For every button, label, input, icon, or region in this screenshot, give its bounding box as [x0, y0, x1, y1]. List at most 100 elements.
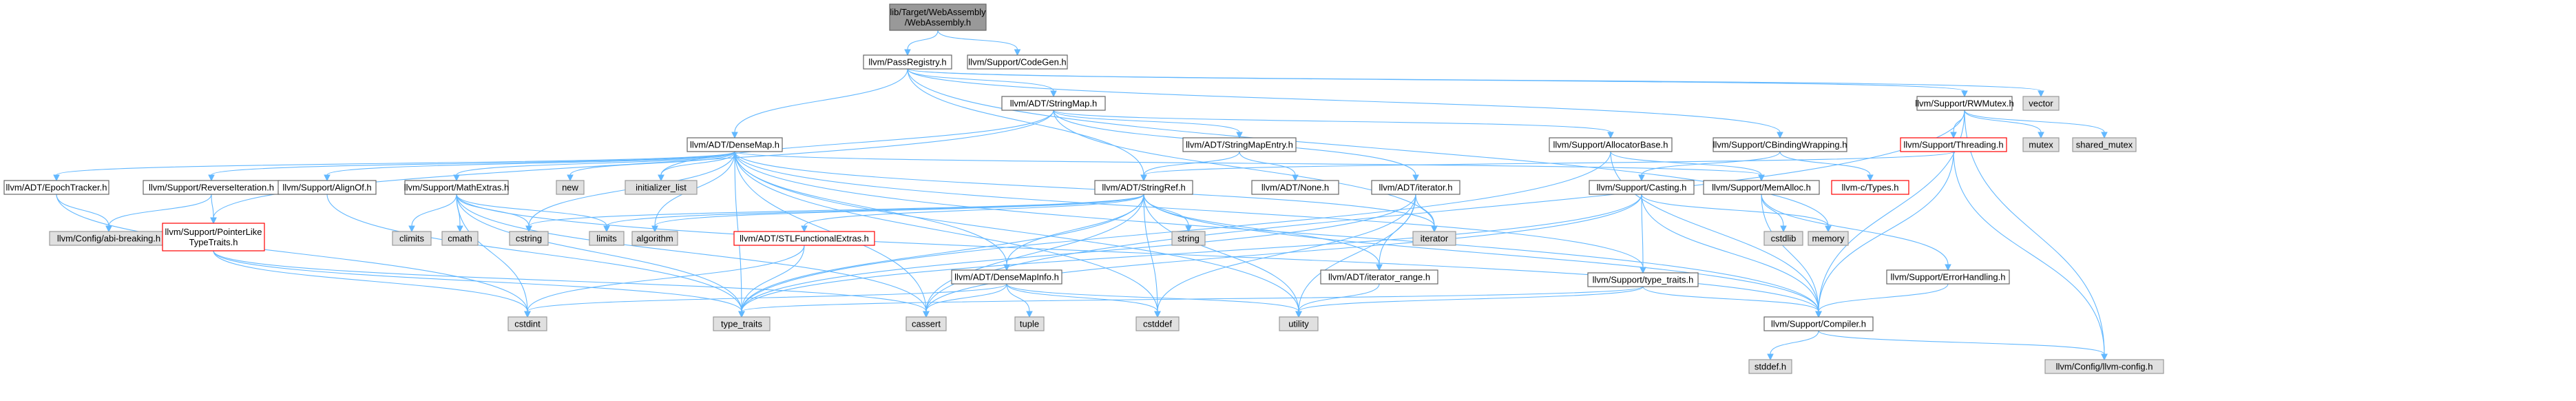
node-memalloc[interactable]: llvm/Support/MemAlloc.h: [1703, 180, 1820, 195]
node-iterator: iterator: [1412, 231, 1456, 246]
node-label: llvm/PassRegistry.h: [868, 57, 946, 68]
node-stringref[interactable]: llvm/ADT/StringRef.h: [1094, 180, 1193, 195]
node-typetraitsh[interactable]: llvm/Support/type_traits.h: [1587, 272, 1699, 287]
node-label: llvm/ADT/iterator.h: [1379, 183, 1453, 193]
node-label: TypeTraits.h: [189, 237, 238, 247]
node-errorhandling[interactable]: llvm/Support/ErrorHandling.h: [1886, 269, 2010, 285]
node-stringmap[interactable]: llvm/ADT/StringMap.h: [1001, 96, 1106, 111]
node-label: cmath: [448, 234, 472, 244]
node-box: [509, 231, 549, 246]
node-label: new: [562, 183, 578, 193]
edge-densemap-to-initializer_list: [658, 151, 735, 182]
node-label: llvm/Support/type_traits.h: [1593, 275, 1694, 285]
node-cmath: cmath: [441, 231, 479, 246]
edge-alignof-to-type_traits: [326, 194, 745, 318]
edge-threading-to-stringref: [1140, 151, 1954, 182]
node-label: llvm/ADT/DenseMapInfo.h: [954, 272, 1059, 282]
node-abibreaking: llvm/Config/abi-breaking.h: [49, 231, 169, 246]
node-epochtracker[interactable]: llvm/ADT/EpochTracker.h: [3, 180, 109, 195]
edge-casting-to-memory: [1641, 194, 1832, 233]
node-reverseiteration[interactable]: llvm/Support/ReverseIteration.h: [143, 180, 280, 195]
node-label: llvm/Support/RWMutex.h: [1915, 99, 2014, 109]
node-iterator_range[interactable]: llvm/ADT/iterator_range.h: [1320, 269, 1438, 285]
node-threading[interactable]: llvm/Support/Threading.h: [1900, 137, 2007, 152]
node-label: iterator: [1421, 234, 1449, 244]
node-label: string: [1177, 234, 1200, 244]
node-box: [1094, 180, 1193, 195]
node-box: [556, 180, 585, 195]
edge-casting-to-compiler: [1641, 194, 1822, 318]
node-stringmapentry[interactable]: llvm/ADT/StringMapEntry.h: [1182, 137, 1297, 152]
edge-cbindingwrapping-to-ctypes: [1779, 151, 1874, 182]
edge-densemap-to-memalloc: [734, 151, 1765, 182]
edge-cbindingwrapping-to-casting: [1638, 151, 1781, 182]
node-memory: memory: [1808, 231, 1849, 246]
edge-adtiterator-to-utility: [1295, 194, 1416, 318]
edge-typetraitsh-to-compiler: [1642, 286, 1822, 318]
node-label: limits: [596, 234, 617, 244]
node-box: [1713, 137, 1847, 152]
node-casting[interactable]: llvm/Support/Casting.h: [1589, 180, 1695, 195]
node-box: [2072, 137, 2137, 152]
node-label: llvm/Support/ErrorHandling.h: [1891, 272, 2006, 282]
node-label: llvm/ADT/STLFunctionalExtras.h: [740, 234, 869, 244]
node-adtiterator[interactable]: llvm/ADT/iterator.h: [1371, 180, 1460, 195]
edge-errorhandling-to-compiler: [1815, 283, 1949, 318]
edge-memalloc-to-cstdlib: [1761, 194, 1787, 233]
node-box: [1748, 359, 1792, 374]
edge-mathextras-to-cassert: [456, 194, 930, 318]
node-ctypes[interactable]: llvm-c/Types.h: [1831, 180, 1909, 195]
node-label: llvm/Support/ReverseIteration.h: [149, 183, 274, 193]
edge-stringref-to-limits: [603, 194, 1144, 233]
node-stlfunctionalextras[interactable]: llvm/ADT/STLFunctionalExtras.h: [733, 231, 875, 246]
edge-compiler-to-llvmconfig: [1818, 330, 2108, 361]
node-none[interactable]: llvm/ADT/None.h: [1251, 180, 1339, 195]
node-box: [1886, 269, 2010, 285]
node-box: [1763, 231, 1803, 246]
node-label: cstddef: [1143, 319, 1172, 329]
node-passregistry[interactable]: llvm/PassRegistry.h: [863, 54, 952, 70]
node-mutex: mutex: [2022, 137, 2060, 152]
node-utility: utility: [1279, 316, 1319, 331]
node-rwmutex[interactable]: llvm/Support/RWMutex.h: [1915, 96, 2014, 111]
node-box: [1001, 96, 1106, 111]
node-densemap[interactable]: llvm/ADT/DenseMap.h: [687, 137, 783, 152]
edge-pointerliketypetraits-to-cstdint: [213, 250, 531, 318]
node-box: [589, 231, 625, 246]
edge-adtiterator-to-iterator_range: [1376, 194, 1416, 271]
node-cbindingwrapping[interactable]: llvm/Support/CBindingWrapping.h: [1713, 137, 1847, 152]
node-box: [625, 180, 698, 195]
edge-stringref-to-cstring: [525, 194, 1144, 233]
node-root: lib/Target/WebAssembly/WebAssembly.h: [889, 3, 987, 31]
node-box: [404, 180, 509, 195]
node-label: mutex: [2029, 140, 2053, 150]
node-box: [1251, 180, 1339, 195]
node-mathextras[interactable]: llvm/Support/MathExtras.h: [404, 180, 509, 195]
node-box: [1808, 231, 1849, 246]
node-box: [507, 316, 547, 331]
node-compiler[interactable]: llvm/Support/Compiler.h: [1763, 316, 1874, 331]
node-box: [441, 231, 479, 246]
edge-stringref-to-stlfunctionalextras: [801, 194, 1144, 233]
node-box: [1900, 137, 2007, 152]
node-box: [889, 3, 987, 31]
node-label: llvm-c/Types.h: [1841, 183, 1898, 193]
node-box: [2022, 96, 2060, 111]
edge-casting-to-cassert: [923, 194, 1642, 318]
node-densemapinfo[interactable]: llvm/ADT/DenseMapInfo.h: [951, 269, 1062, 285]
node-label: llvm/ADT/StringMap.h: [1010, 99, 1097, 109]
node-label: llvm/Support/PointerLike: [165, 227, 262, 237]
node-box: [1135, 316, 1180, 331]
node-label: lib/Target/WebAssembly: [890, 7, 986, 17]
node-codegen[interactable]: llvm/Support/CodeGen.h: [967, 54, 1068, 70]
edges-layer: [53, 30, 2108, 361]
node-alignof[interactable]: llvm/Support/AlignOf.h: [278, 180, 377, 195]
node-cstdint: cstdint: [507, 316, 547, 331]
edge-densemap-to-mathextras: [453, 151, 735, 182]
edge-passregistry-to-stringmap: [907, 68, 1057, 98]
edge-densemapinfo-to-tuple: [1006, 283, 1033, 318]
node-allocatorbase[interactable]: llvm/Support/AllocatorBase.h: [1549, 137, 1673, 152]
edge-memalloc-to-errorhandling: [1761, 194, 1951, 271]
node-limits: limits: [589, 231, 625, 246]
